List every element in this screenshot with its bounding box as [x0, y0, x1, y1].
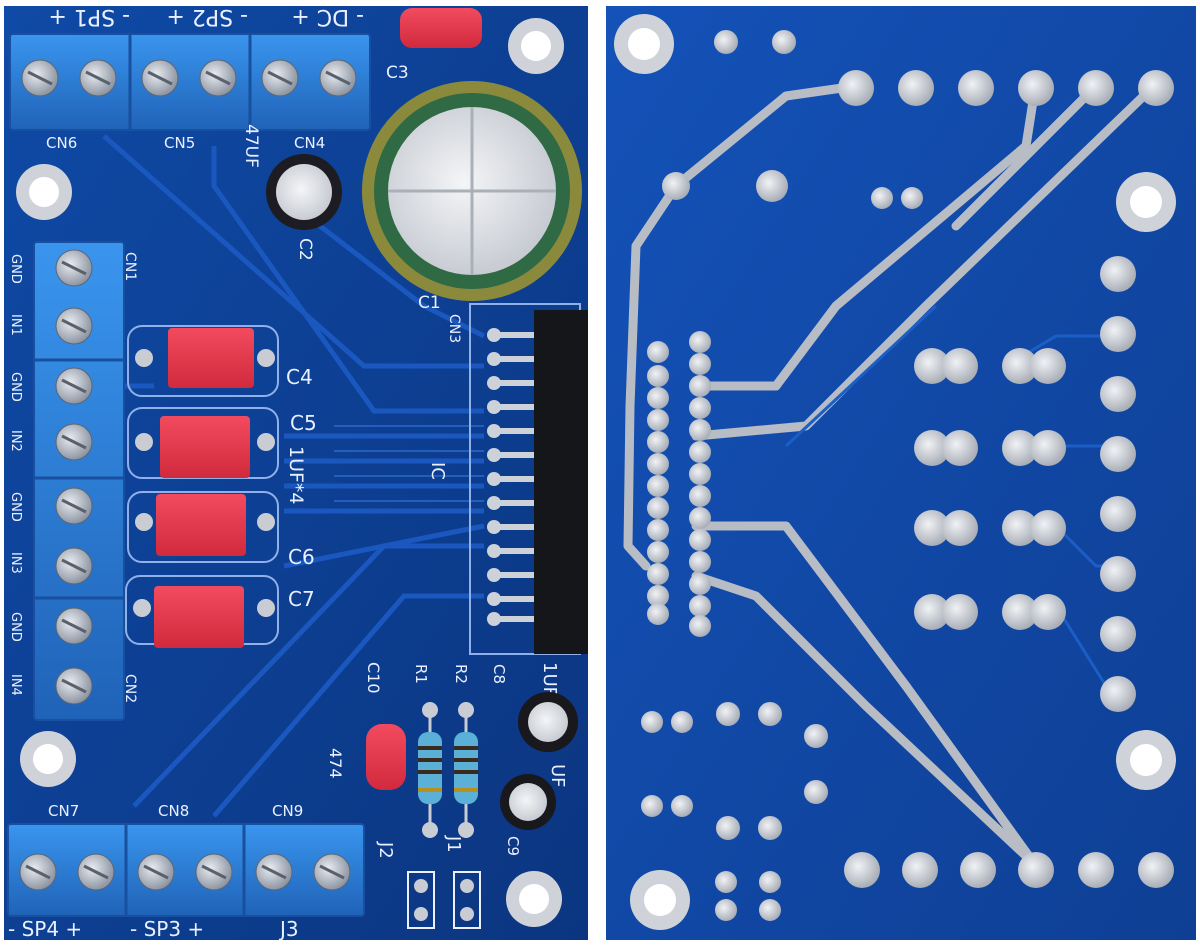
label-in1: IN1 [8, 314, 23, 336]
label-c10-value: 474 [326, 748, 345, 779]
capacitor-c3 [400, 8, 482, 48]
label-c6: C6 [288, 545, 315, 569]
label-c10: C10 [364, 662, 383, 694]
label-c3: C3 [386, 63, 409, 83]
label-c9: C9 [504, 836, 522, 856]
label-cn7: CN7 [48, 802, 79, 820]
back-mounting-holes [614, 14, 1176, 930]
label-c5: C5 [290, 411, 317, 435]
label-c1: C1 [418, 293, 441, 313]
label-sp2: - SP2 + [166, 6, 248, 29]
label-in4: IN4 [8, 674, 23, 696]
label-sp4: - SP4 + [8, 917, 82, 940]
ic-chip [534, 310, 588, 654]
back-ic-pin-pads [647, 331, 711, 637]
label-gnd-3: GND [8, 492, 23, 522]
label-sp3: - SP3 + [130, 917, 204, 940]
label-gnd-4: GND [8, 612, 23, 642]
label-gnd-1: GND [8, 254, 23, 284]
capacitor-c10 [366, 724, 406, 790]
board-front-svg: - SP1 + - SP2 + - DC + CN6 CN5 CN4 C3 C1… [4, 6, 588, 940]
label-r1: R1 [412, 664, 430, 684]
label-cap-value: 1UF*4 [285, 446, 307, 505]
label-in3: IN3 [8, 552, 23, 574]
film-capacitors [125, 325, 279, 648]
back-solder-pads [641, 30, 1174, 921]
label-cn3: CN3 [446, 314, 462, 343]
top-terminal-blocks [9, 33, 371, 131]
label-c8: C8 [490, 664, 508, 684]
label-c2-value: 47UF [241, 124, 261, 168]
input-terminal-blocks [33, 241, 125, 721]
label-cn5: CN5 [164, 134, 195, 152]
label-cn9: CN9 [272, 802, 303, 820]
board-back-svg [606, 6, 1196, 940]
label-c4: C4 [286, 365, 313, 389]
label-j3: J3 [278, 917, 299, 940]
label-r2: R2 [452, 664, 470, 684]
capacitor-c9 [500, 774, 556, 830]
label-gnd-2: GND [8, 372, 23, 402]
jumpers [407, 871, 481, 929]
label-j1: J1 [443, 835, 464, 853]
label-ic: IC [427, 462, 448, 480]
ic-pins [487, 328, 536, 626]
bottom-terminal-blocks [7, 823, 365, 917]
board-back-photo [606, 6, 1196, 940]
label-cn2: CN2 [122, 674, 138, 703]
board-front-photo: - SP1 + - SP2 + - DC + CN6 CN5 CN4 C3 C1… [4, 6, 588, 940]
capacitor-c1 [362, 81, 582, 301]
label-c9-value: UF [547, 764, 568, 788]
label-cn4: CN4 [294, 134, 325, 152]
mounting-holes [16, 18, 564, 927]
resistors [418, 702, 478, 838]
label-in2: IN2 [8, 430, 23, 452]
label-dc: - DC + [291, 6, 364, 29]
input-labels: GND IN1 GND IN2 GND IN3 GND IN4 [8, 254, 23, 696]
label-c2: C2 [295, 238, 315, 261]
label-c8-value: 1UF [539, 662, 560, 697]
capacitor-c8 [518, 692, 578, 752]
label-sp1: - SP1 + [48, 6, 130, 29]
capacitor-c2 [266, 154, 342, 230]
label-c7: C7 [288, 587, 315, 611]
label-cn6: CN6 [46, 134, 77, 152]
label-cn1: CN1 [122, 252, 138, 281]
front-traces [102, 134, 486, 818]
label-j2: J2 [375, 841, 396, 859]
label-cn8: CN8 [158, 802, 189, 820]
